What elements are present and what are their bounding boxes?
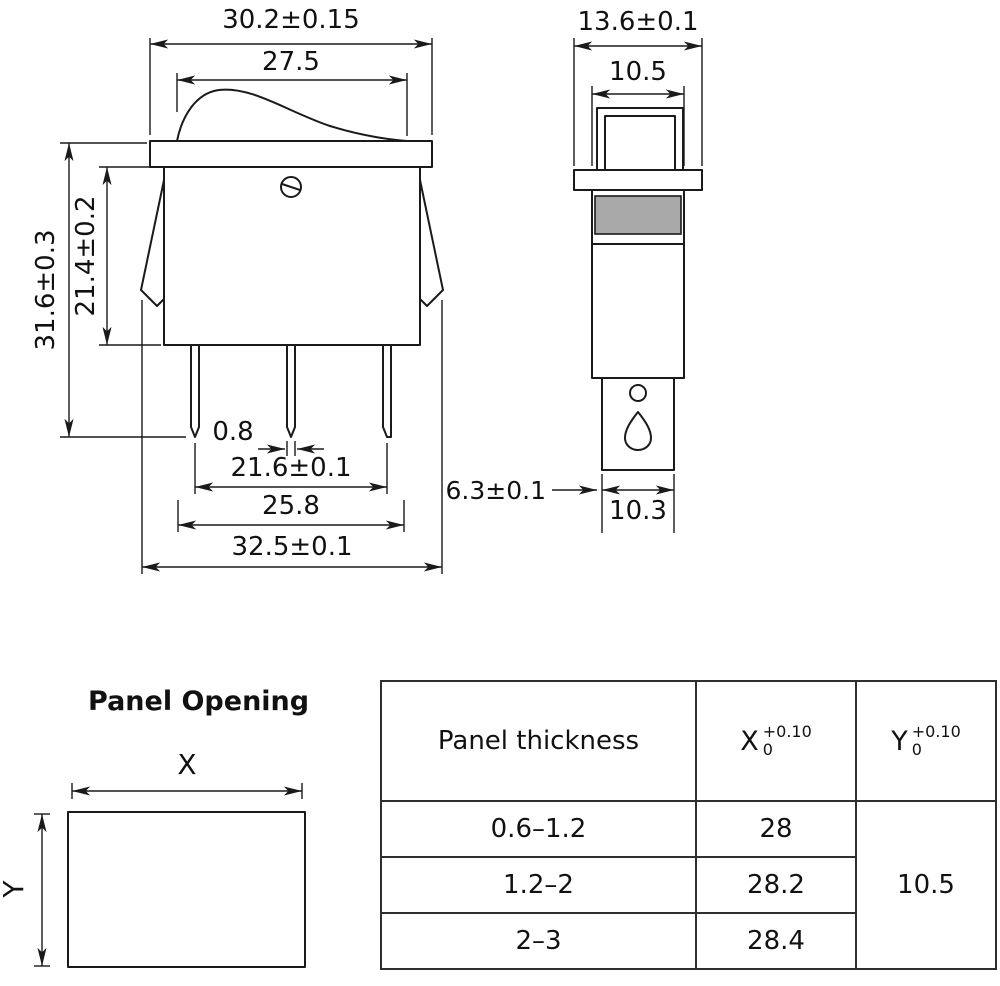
- cell-thickness-2: 1.2–2: [380, 856, 697, 914]
- panel-y-label: Y: [0, 880, 30, 899]
- side-rocker-inner: [604, 115, 676, 171]
- dim-side-top-width: 13.6±0.1: [573, 7, 703, 166]
- dim-side-bottom-width: 10.3: [601, 474, 675, 533]
- dim-label-side-body-width: 10.5: [609, 57, 667, 87]
- side-hole-teardrop: [624, 411, 652, 451]
- header-x-tolerance: X +0.10 0: [695, 680, 857, 802]
- dim-label-rocker-width: 27.5: [262, 47, 320, 77]
- panel-opening-rect: [67, 811, 306, 968]
- dim-label-clip-span: 32.5±0.1: [231, 532, 352, 562]
- dim-label-side-top-width: 13.6±0.1: [577, 7, 698, 37]
- front-bezel: [149, 140, 433, 168]
- side-rocker-outer: [596, 107, 684, 171]
- cell-y-value: 10.5: [855, 800, 997, 970]
- mounting-clip-right: [419, 179, 444, 307]
- front-view: 30.2±0.15 27.5 31.6±0.3 21.4±0.2 0.8: [31, 5, 444, 574]
- side-lower-block: [601, 377, 675, 471]
- cell-thickness-3: 2–3: [380, 912, 697, 970]
- panel-opening-title: Panel Opening: [88, 686, 310, 717]
- dim-body-height: 21.4±0.2: [71, 166, 161, 346]
- header-x-base: X: [740, 725, 759, 757]
- panel-cutout-table-grid: Panel thickness X +0.10 0 Y +0.10 0: [380, 680, 997, 970]
- header-panel-thickness: Panel thickness: [380, 680, 697, 802]
- side-flange: [573, 169, 703, 191]
- mounting-clip-left: [140, 179, 165, 307]
- dim-label-pin-span: 21.6±0.1: [230, 453, 351, 483]
- dim-label-side-bottom-width: 10.3: [609, 496, 667, 526]
- panel-y-dimension: Y: [0, 813, 50, 967]
- dim-rocker-width: 27.5: [176, 47, 408, 136]
- cell-x-2: 28.2: [695, 856, 857, 914]
- terminal-pin-left: [190, 344, 200, 438]
- header-y-tol-upper: +0.10: [911, 722, 961, 742]
- dimension-drawing: 30.2±0.15 27.5 31.6±0.3 21.4±0.2 0.8: [31, 5, 703, 574]
- dim-clip-span: 32.5±0.1: [141, 300, 443, 574]
- side-latch-shaded: [594, 195, 682, 235]
- header-x-tol-upper: +0.10: [762, 722, 812, 742]
- panel-cutout-table: Panel thickness X +0.10 0 Y +0.10 0: [380, 680, 997, 970]
- table-header-row: Panel thickness X +0.10 0 Y +0.10 0: [380, 680, 997, 802]
- dim-lower-width: 25.8: [177, 491, 405, 532]
- cell-x-3: 28.4: [695, 912, 857, 970]
- dim-label-lower-width: 25.8: [262, 491, 320, 521]
- dim-label-pin-thickness: 0.8: [212, 417, 253, 447]
- cell-x-1: 28: [695, 800, 857, 858]
- dim-label-side-bottom-offset: 6.3±0.1: [446, 476, 546, 505]
- table-row: 0.6–1.2 28 10.5: [380, 800, 997, 970]
- header-y-tolerance: Y +0.10 0: [855, 680, 997, 802]
- rocker-actuator: [176, 88, 408, 142]
- screw-slot: [281, 183, 301, 191]
- dim-label-overall-height: 31.6±0.3: [31, 229, 61, 350]
- header-y-base: Y: [891, 725, 908, 757]
- table-row: 2–3 28.4: [380, 912, 996, 970]
- terminal-pin-right: [382, 344, 392, 438]
- header-x-tol-lower: 0: [762, 740, 773, 759]
- screw-icon: [280, 176, 302, 198]
- dim-pin-thickness: 0.8: [212, 417, 324, 456]
- dim-front-top-width: 30.2±0.15: [149, 5, 433, 135]
- dim-pin-span: 21.6±0.1: [194, 443, 388, 494]
- panel-x-label: X: [177, 748, 196, 781]
- table-row: 1.2–2 28.2: [380, 856, 996, 914]
- panel-opening-diagram: X Y: [0, 748, 306, 968]
- terminal-pin-middle: [286, 344, 296, 438]
- dim-side-body-width: 10.5: [591, 57, 685, 166]
- dim-label-body-height: 21.4±0.2: [71, 195, 101, 316]
- header-y-tol-lower: 0: [911, 740, 922, 759]
- cell-thickness-1: 0.6–1.2: [380, 800, 697, 858]
- dim-label-top-width: 30.2±0.15: [222, 5, 360, 35]
- panel-x-dimension: X: [71, 748, 303, 799]
- side-view: 13.6±0.1 10.5 6.3±0.1 10.3: [446, 7, 703, 533]
- front-body: [163, 166, 421, 346]
- dim-side-bottom-offset: 6.3±0.1: [446, 476, 597, 505]
- dim-overall-height: 31.6±0.3: [31, 142, 186, 438]
- side-hole-circle: [629, 384, 647, 402]
